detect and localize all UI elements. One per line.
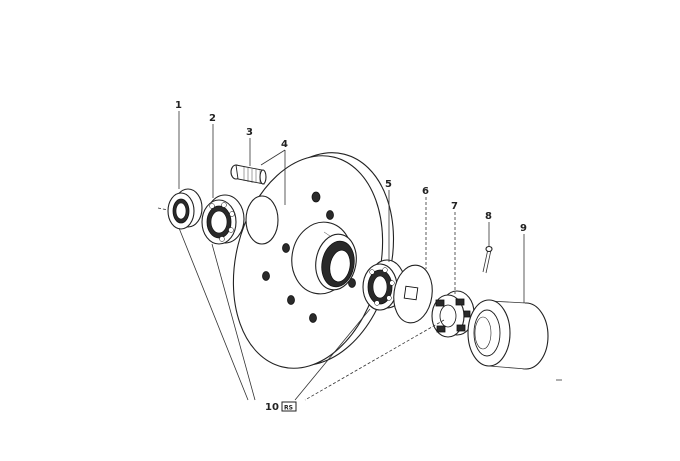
cotter-pin xyxy=(482,245,493,274)
thrust-washer xyxy=(393,264,433,324)
outer-taper-bearing xyxy=(362,259,406,311)
callout-10: 10 xyxy=(265,402,279,413)
callout-5: 5 xyxy=(385,179,392,190)
callout-8: 8 xyxy=(485,211,492,222)
callout-7: 7 xyxy=(451,201,458,212)
outer-seal-ring xyxy=(157,188,203,230)
callout-1: 1 xyxy=(175,100,182,111)
square-box-icon: RS xyxy=(281,401,297,412)
callout-9: 9 xyxy=(520,223,527,234)
wheel-stud xyxy=(230,164,267,185)
callout-3: 3 xyxy=(246,127,253,138)
leader-lines xyxy=(178,111,525,401)
set-symbol-text: RS xyxy=(284,405,293,412)
callout-2: 2 xyxy=(209,113,216,124)
inner-taper-bearing xyxy=(201,194,245,245)
castle-nut xyxy=(431,290,475,338)
callout-6: 6 xyxy=(422,186,429,197)
callout-labels: 1 2 3 4 5 6 7 8 9 10 xyxy=(175,100,527,413)
brake-disc-hub xyxy=(232,152,395,369)
grease-cap xyxy=(467,299,549,370)
callout-4: 4 xyxy=(281,139,288,150)
